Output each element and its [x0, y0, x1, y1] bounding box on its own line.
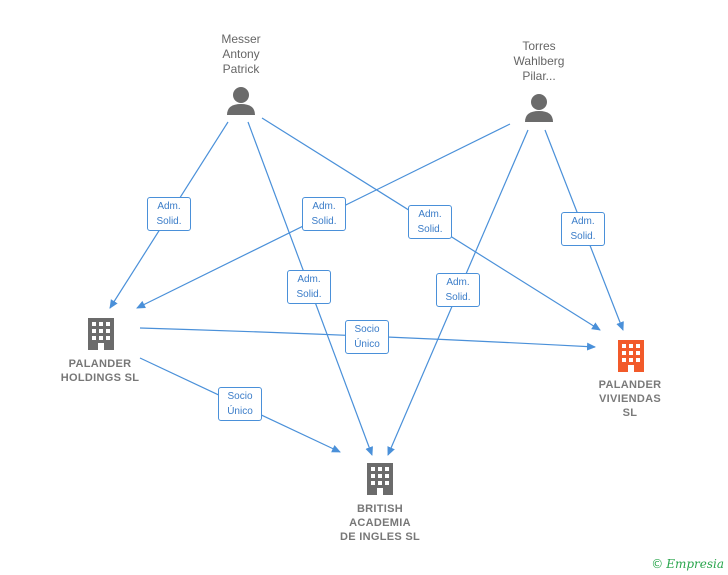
person-icon	[525, 94, 553, 122]
company-label-palander-viviendas[interactable]: PALANDER VIVIENDAS SL	[598, 379, 662, 419]
person-icon	[227, 87, 255, 115]
copyright-icon: ©	[651, 557, 664, 571]
building-icon	[367, 463, 393, 495]
person-label-torres[interactable]: Torres Wahlberg Pilar...	[513, 39, 565, 83]
building-icon	[88, 318, 114, 350]
edge-label-adm-solid: Adm. Solid.	[408, 205, 452, 239]
edge-label-adm-solid: Adm. Solid.	[147, 197, 191, 231]
building-icon-accent	[618, 340, 644, 372]
brand-name: Empresia	[666, 557, 724, 571]
edge-label-adm-solid: Adm. Solid.	[436, 273, 480, 307]
company-label-palander-holdings[interactable]: PALANDER HOLDINGS SL	[60, 358, 140, 384]
edge-label-adm-solid: Adm. Solid.	[287, 270, 331, 304]
brand-watermark[interactable]: ©Empresia	[651, 557, 724, 571]
edge-label-socio-unico: Socio Único	[218, 387, 262, 421]
edge-label-socio-unico: Socio Único	[345, 320, 389, 354]
edge-label-adm-solid: Adm. Solid.	[561, 212, 605, 246]
edges	[109, 117, 624, 456]
edge-label-adm-solid: Adm. Solid.	[302, 197, 346, 231]
company-label-british-academia[interactable]: BRITISH ACADEMIA DE INGLES SL	[340, 503, 420, 543]
person-label-messer[interactable]: Messer Antony Patrick	[221, 32, 261, 76]
